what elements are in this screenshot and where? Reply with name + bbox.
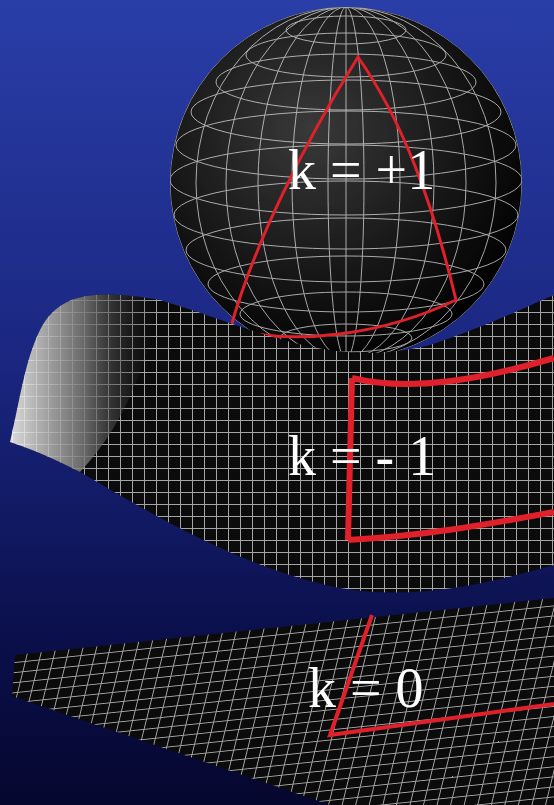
curvature-label: k = - 1 [288, 428, 436, 484]
curvature-label: k = +1 [288, 142, 435, 198]
curvature-label: k = 0 [308, 660, 424, 716]
